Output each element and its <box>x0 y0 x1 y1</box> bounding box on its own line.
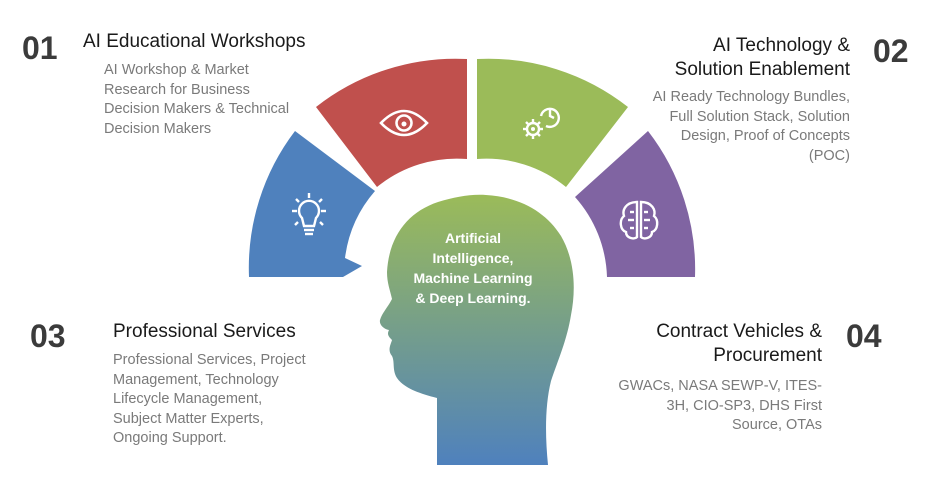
item-04-title: Contract Vehicles & Procurement <box>656 320 822 368</box>
item-02-title-line-2: Solution Enablement <box>674 59 850 80</box>
item-03-title: Professional Services <box>113 320 296 344</box>
item-03-desc-line-2: Management, Technology <box>113 371 279 388</box>
item-04-desc-line-1: GWACs, NASA SEWP-V, ITES- <box>618 378 822 394</box>
item-01-desc-line-4: Decision Makers <box>104 120 212 137</box>
item-02-desc-line-2: Full Solution Stack, Solution <box>669 108 850 125</box>
item-02-desc-line-3: Design, Proof of Concepts <box>680 128 850 144</box>
item-01-title: AI Educational Workshops <box>83 30 306 54</box>
item-01-title-line: AI Educational Workshops <box>83 31 306 52</box>
center-line-4: & Deep Learning. <box>415 290 531 306</box>
brain-icon <box>619 200 659 240</box>
item-04-description: GWACs, NASA SEWP-V, ITES- 3H, CIO-SP3, D… <box>618 377 822 436</box>
item-03-desc-line-5: Ongoing Support. <box>113 430 227 446</box>
segment-04-purple <box>575 131 696 277</box>
item-02-description: AI Ready Technology Bundles, Full Soluti… <box>653 88 850 166</box>
item-01-desc-line-2: Research for Business <box>104 81 250 98</box>
item-02-desc-line-4: (POC) <box>808 147 850 164</box>
center-line-1: Artificial <box>444 230 501 246</box>
segment-02-green <box>477 58 628 187</box>
item-01-description: AI Workshop & Market Research for Busine… <box>104 61 289 139</box>
item-01-desc-line-3: Decision Makers & Technical <box>104 101 290 117</box>
item-03-description: Professional Services, Project Managemen… <box>113 351 306 449</box>
item-04-number: 04 <box>846 318 882 354</box>
item-03-desc-line-3: Lifecycle Management, <box>113 391 263 407</box>
item-04-title-line-2: Procurement <box>713 345 822 366</box>
eye-icon <box>379 109 429 137</box>
item-03-desc-line-4: Subject Matter Experts, <box>113 410 264 427</box>
center-line-2: Intelligence, <box>432 250 514 266</box>
center-label: Artificial Intelligence, Machine Learnin… <box>380 228 566 308</box>
item-03-number: 03 <box>30 318 66 354</box>
item-04-title-line-1: Contract Vehicles & <box>656 321 822 342</box>
item-03-title-line: Professional Services <box>113 321 296 342</box>
item-03-desc-line-1: Professional Services, Project <box>113 352 306 368</box>
lightbulb-icon <box>292 193 326 236</box>
item-02-number: 02 <box>873 33 909 69</box>
segment-01-red <box>316 58 467 187</box>
item-02-title-line-1: AI Technology & <box>713 35 850 56</box>
item-02-desc-line-1: AI Ready Technology Bundles, <box>652 89 850 105</box>
item-04-desc-line-2: 3H, CIO-SP3, DHS First <box>666 397 823 414</box>
gear-clock-icon <box>523 107 560 139</box>
item-01-number: 01 <box>22 30 58 66</box>
center-line-3: Machine Learning <box>413 270 533 286</box>
item-01-desc-line-1: AI Workshop & Market <box>104 62 249 78</box>
segment-03-blue <box>248 131 375 277</box>
item-04-desc-line-3: Source, OTAs <box>732 417 822 433</box>
head-silhouette <box>379 194 574 465</box>
item-02-title: AI Technology & Solution Enablement <box>675 34 850 82</box>
